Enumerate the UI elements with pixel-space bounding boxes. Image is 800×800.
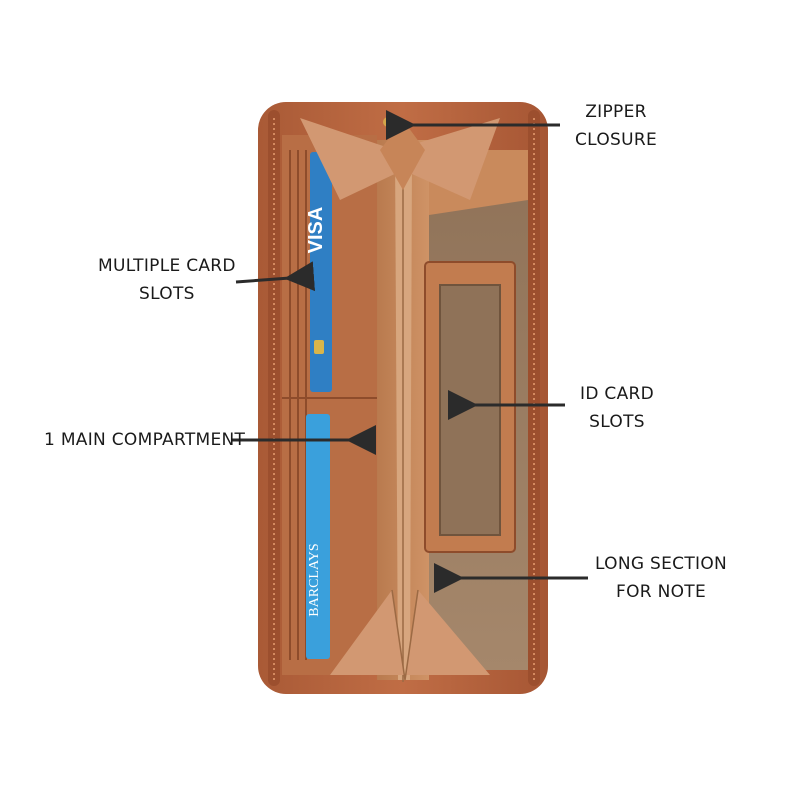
zipper-callout-line2: CLOSURE [575, 130, 658, 150]
card-slot-panel: VISA BARCLAYS [282, 135, 377, 675]
barclays-logo: BARCLAYS [307, 543, 322, 616]
id-slots-callout: ID CARD SLOTS [580, 380, 654, 436]
id-slots-callout-line1: ID CARD [580, 384, 655, 404]
main-compartment-callout: 1 MAIN COMPARTMENT [44, 426, 245, 454]
card-slots-arrow [235, 261, 316, 292]
card-slots-callout: MULTIPLE CARD SLOTS [98, 252, 236, 308]
barclays-card: BARCLAYS [306, 414, 330, 659]
note-section-callout: LONG SECTION FOR NOTE [595, 550, 727, 606]
card-slots-callout-line1: MULTIPLE CARD [98, 256, 236, 276]
note-section-callout-line1: LONG SECTION [595, 554, 728, 574]
visa-logo: VISA [305, 207, 327, 254]
id-card-window [424, 261, 516, 553]
id-slots-callout-line2: SLOTS [589, 412, 645, 432]
main-compartment [377, 140, 429, 682]
card-slots-callout-line2: SLOTS [139, 284, 195, 304]
main-compartment-callout-line1: 1 MAIN COMPARTMENT [44, 430, 246, 450]
note-section-callout-line2: FOR NOTE [616, 582, 707, 602]
callout-arrows [232, 110, 588, 593]
zipper-callout-line1: ZIPPER [585, 102, 647, 122]
zipper-callout: ZIPPER CLOSURE [575, 98, 657, 154]
zipper-pull-icon [383, 117, 393, 127]
visa-card: VISA [305, 152, 332, 392]
bottom-gusset [330, 589, 490, 681]
